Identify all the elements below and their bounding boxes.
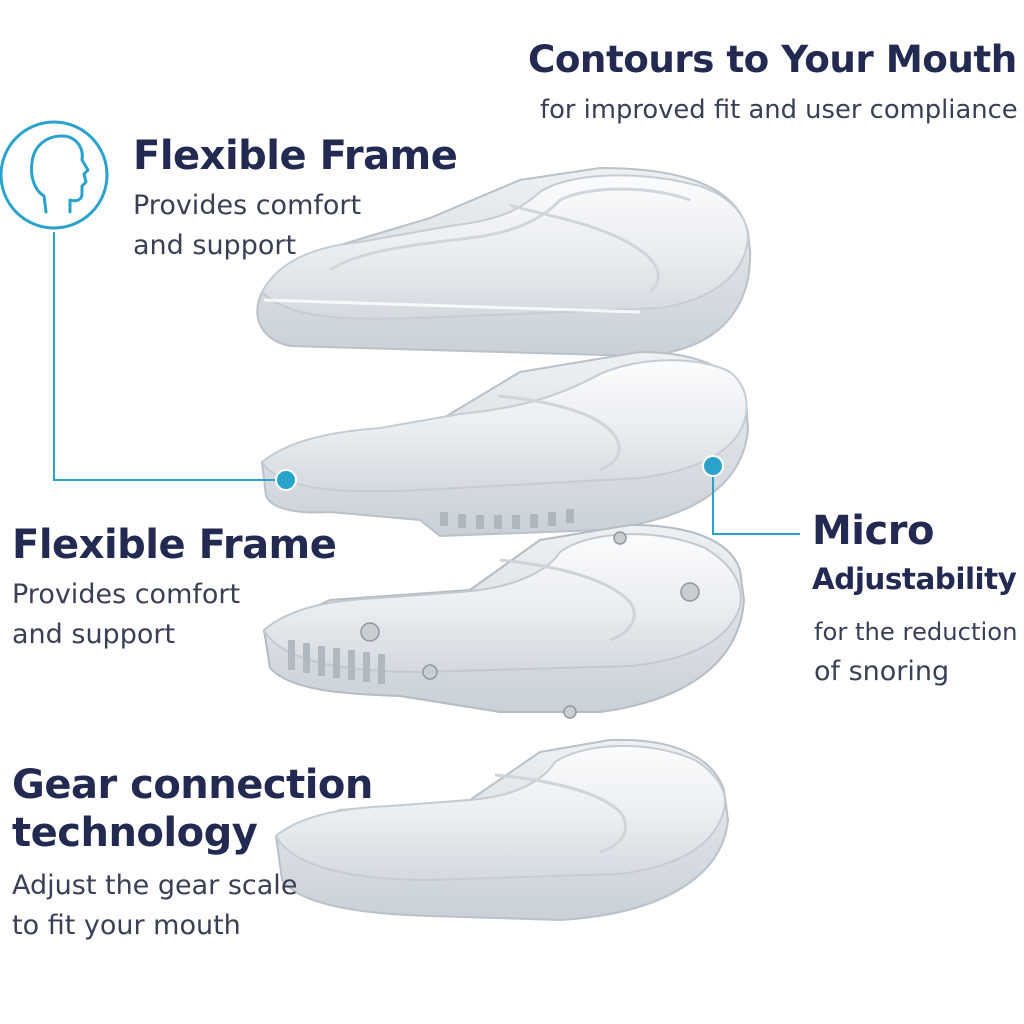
- micro-line2: of snoring: [814, 656, 950, 687]
- frame-mid-line1: Provides comfort: [12, 579, 241, 610]
- upper-tray: [256, 166, 752, 358]
- contours-subtitle: for improved fit and user compliance: [540, 95, 1018, 125]
- gear-line1: Adjust the gear scale: [12, 870, 298, 901]
- middle-tray-vents: [440, 509, 574, 529]
- micro-callout-dot: [702, 455, 724, 477]
- frame-top-title: Flexible Frame: [133, 133, 458, 179]
- gear-frame-screws: [360, 531, 700, 719]
- frame-callout-dot: [275, 469, 297, 491]
- gear-line2: to fit your mouth: [12, 910, 241, 941]
- gear-frame: [262, 523, 746, 719]
- micro-line1: for the reduction: [814, 617, 1018, 646]
- micro-title-line1: Micro: [812, 508, 934, 554]
- head-profile-icon: [0, 120, 109, 230]
- gear-title-line1: Gear connection: [12, 762, 373, 808]
- middle-tray: [260, 350, 750, 538]
- gear-frame-grille: [288, 640, 385, 684]
- micro-title-line2: Adjustability: [812, 562, 1017, 596]
- frame-mid-line2: and support: [12, 619, 176, 650]
- frame-mid-title: Flexible Frame: [12, 522, 337, 568]
- frame-top-line1: Provides comfort: [133, 190, 362, 221]
- frame-top-line2: and support: [133, 230, 297, 261]
- callout-leaders: [53, 232, 800, 535]
- gear-title-line2: technology: [12, 810, 258, 856]
- contours-title: Contours to Your Mouth: [528, 37, 1017, 81]
- lower-tray: [274, 738, 730, 922]
